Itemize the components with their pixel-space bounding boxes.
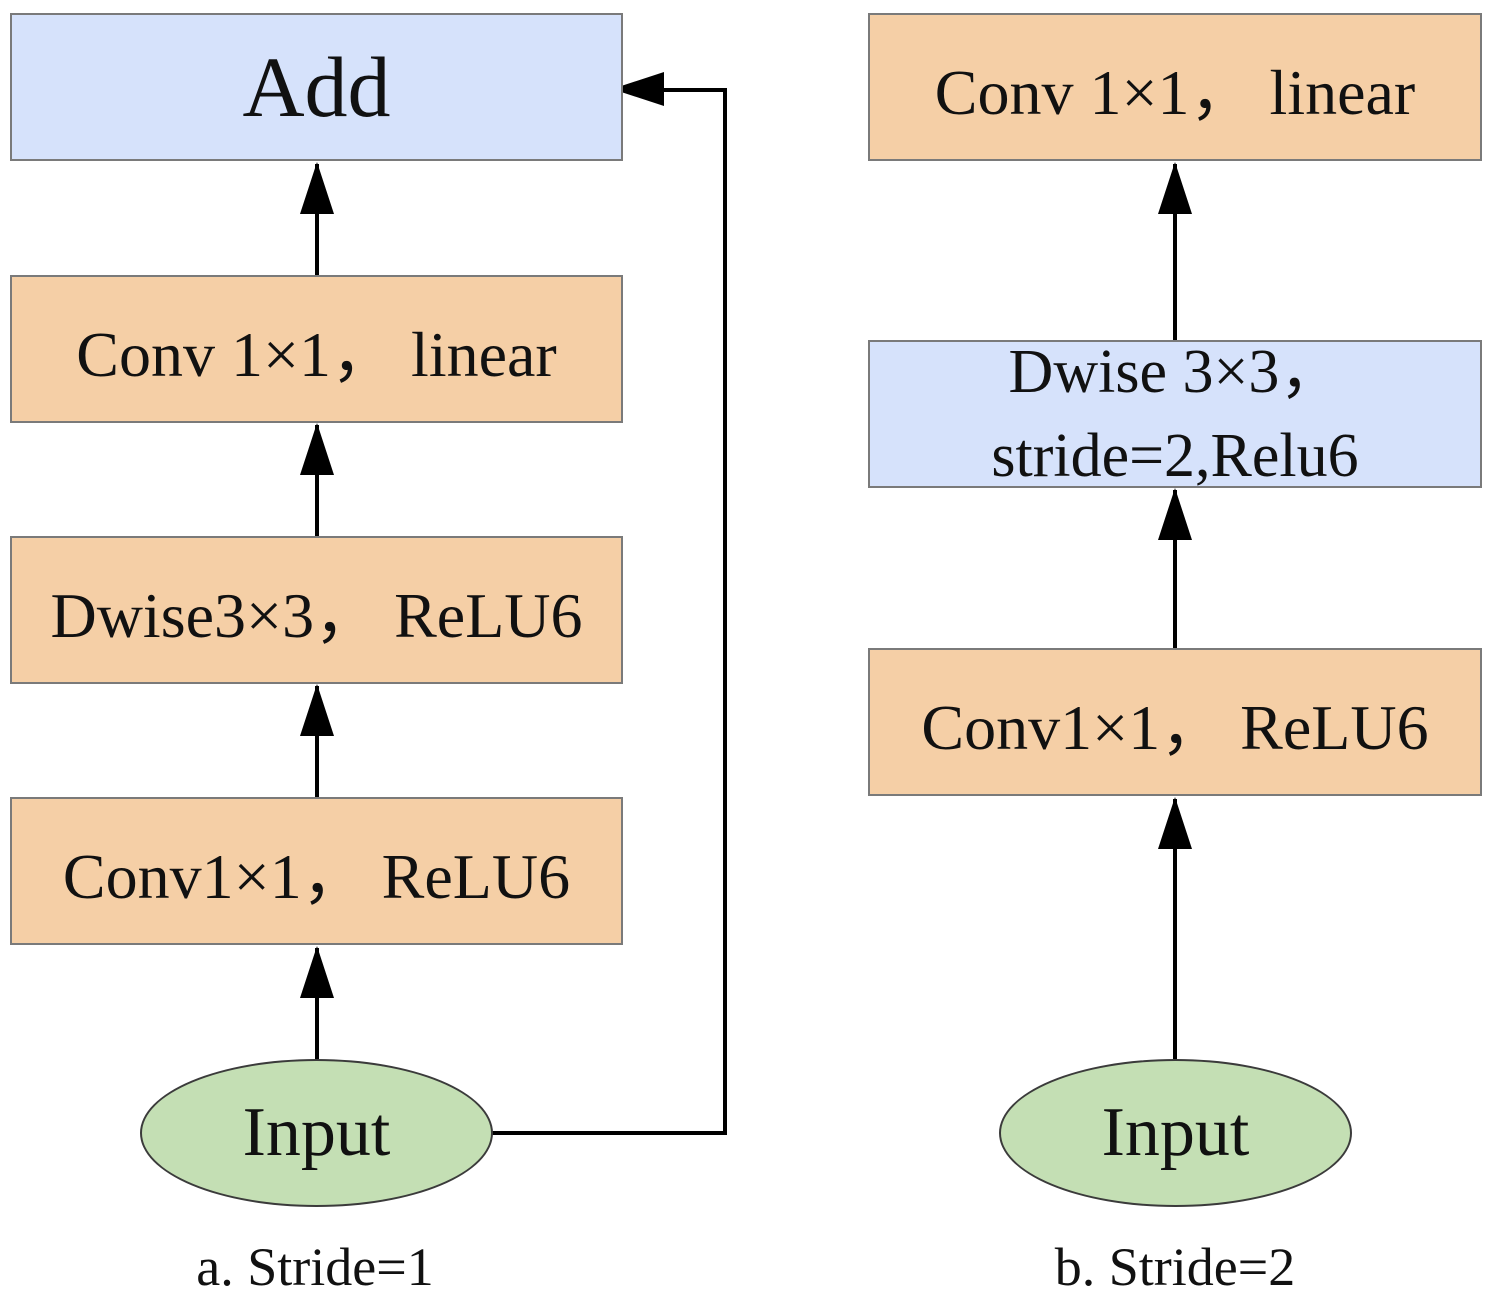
add-label-a: Add xyxy=(242,39,391,135)
caption-a: a. Stride=1 xyxy=(196,1237,434,1297)
arrowhead-conv-linear-to-add-a xyxy=(300,162,334,214)
add-block-a: Add xyxy=(10,13,623,161)
conv-relu-label-a: Conv1×1， ReLU6 xyxy=(62,841,571,912)
dwise-stride-block-b: Dwise 3×3， stride=2,Relu6 xyxy=(868,338,1482,490)
conv-linear-block-a: Conv 1×1， linear xyxy=(10,275,623,423)
caption-b: b. Stride=2 xyxy=(1054,1237,1296,1297)
conv-relu-label-b: Conv1×1， ReLU6 xyxy=(921,692,1429,763)
arrowhead-input-to-conv-relu-b xyxy=(1158,797,1192,849)
input-label-b: Input xyxy=(1101,1094,1250,1171)
arrowhead-dwise-to-conv-linear-b xyxy=(1158,162,1192,214)
arrowhead-conv-relu-to-dwise-a xyxy=(300,684,334,736)
residual-connection-a xyxy=(492,88,727,1135)
input-node-b: Input xyxy=(999,1059,1352,1207)
arrowhead-input-to-conv-relu-a xyxy=(300,946,334,998)
input-label-a: Input xyxy=(242,1094,391,1171)
conv-linear-label-a: Conv 1×1， linear xyxy=(76,319,557,390)
conv-relu-block-b: Conv1×1， ReLU6 xyxy=(868,648,1482,796)
dwise-label-line2-b: stride=2,Relu6 xyxy=(991,422,1359,490)
arrowhead-residual-to-add-a xyxy=(612,72,664,106)
dwise-label-line1-b: Dwise 3×3， xyxy=(1008,338,1342,406)
conv-linear-block-b: Conv 1×1， linear xyxy=(868,13,1482,161)
conv-linear-label-b: Conv 1×1， linear xyxy=(934,57,1416,128)
arrowhead-conv-relu-to-dwise-b xyxy=(1158,488,1192,540)
dwise-block-a: Dwise3×3， ReLU6 xyxy=(10,536,623,684)
conv-relu-block-a: Conv1×1， ReLU6 xyxy=(10,797,623,945)
dwise-label-a: Dwise3×3， ReLU6 xyxy=(50,580,583,651)
arrowhead-dwise-to-conv-linear-a xyxy=(300,423,334,475)
input-node-a: Input xyxy=(140,1059,493,1207)
